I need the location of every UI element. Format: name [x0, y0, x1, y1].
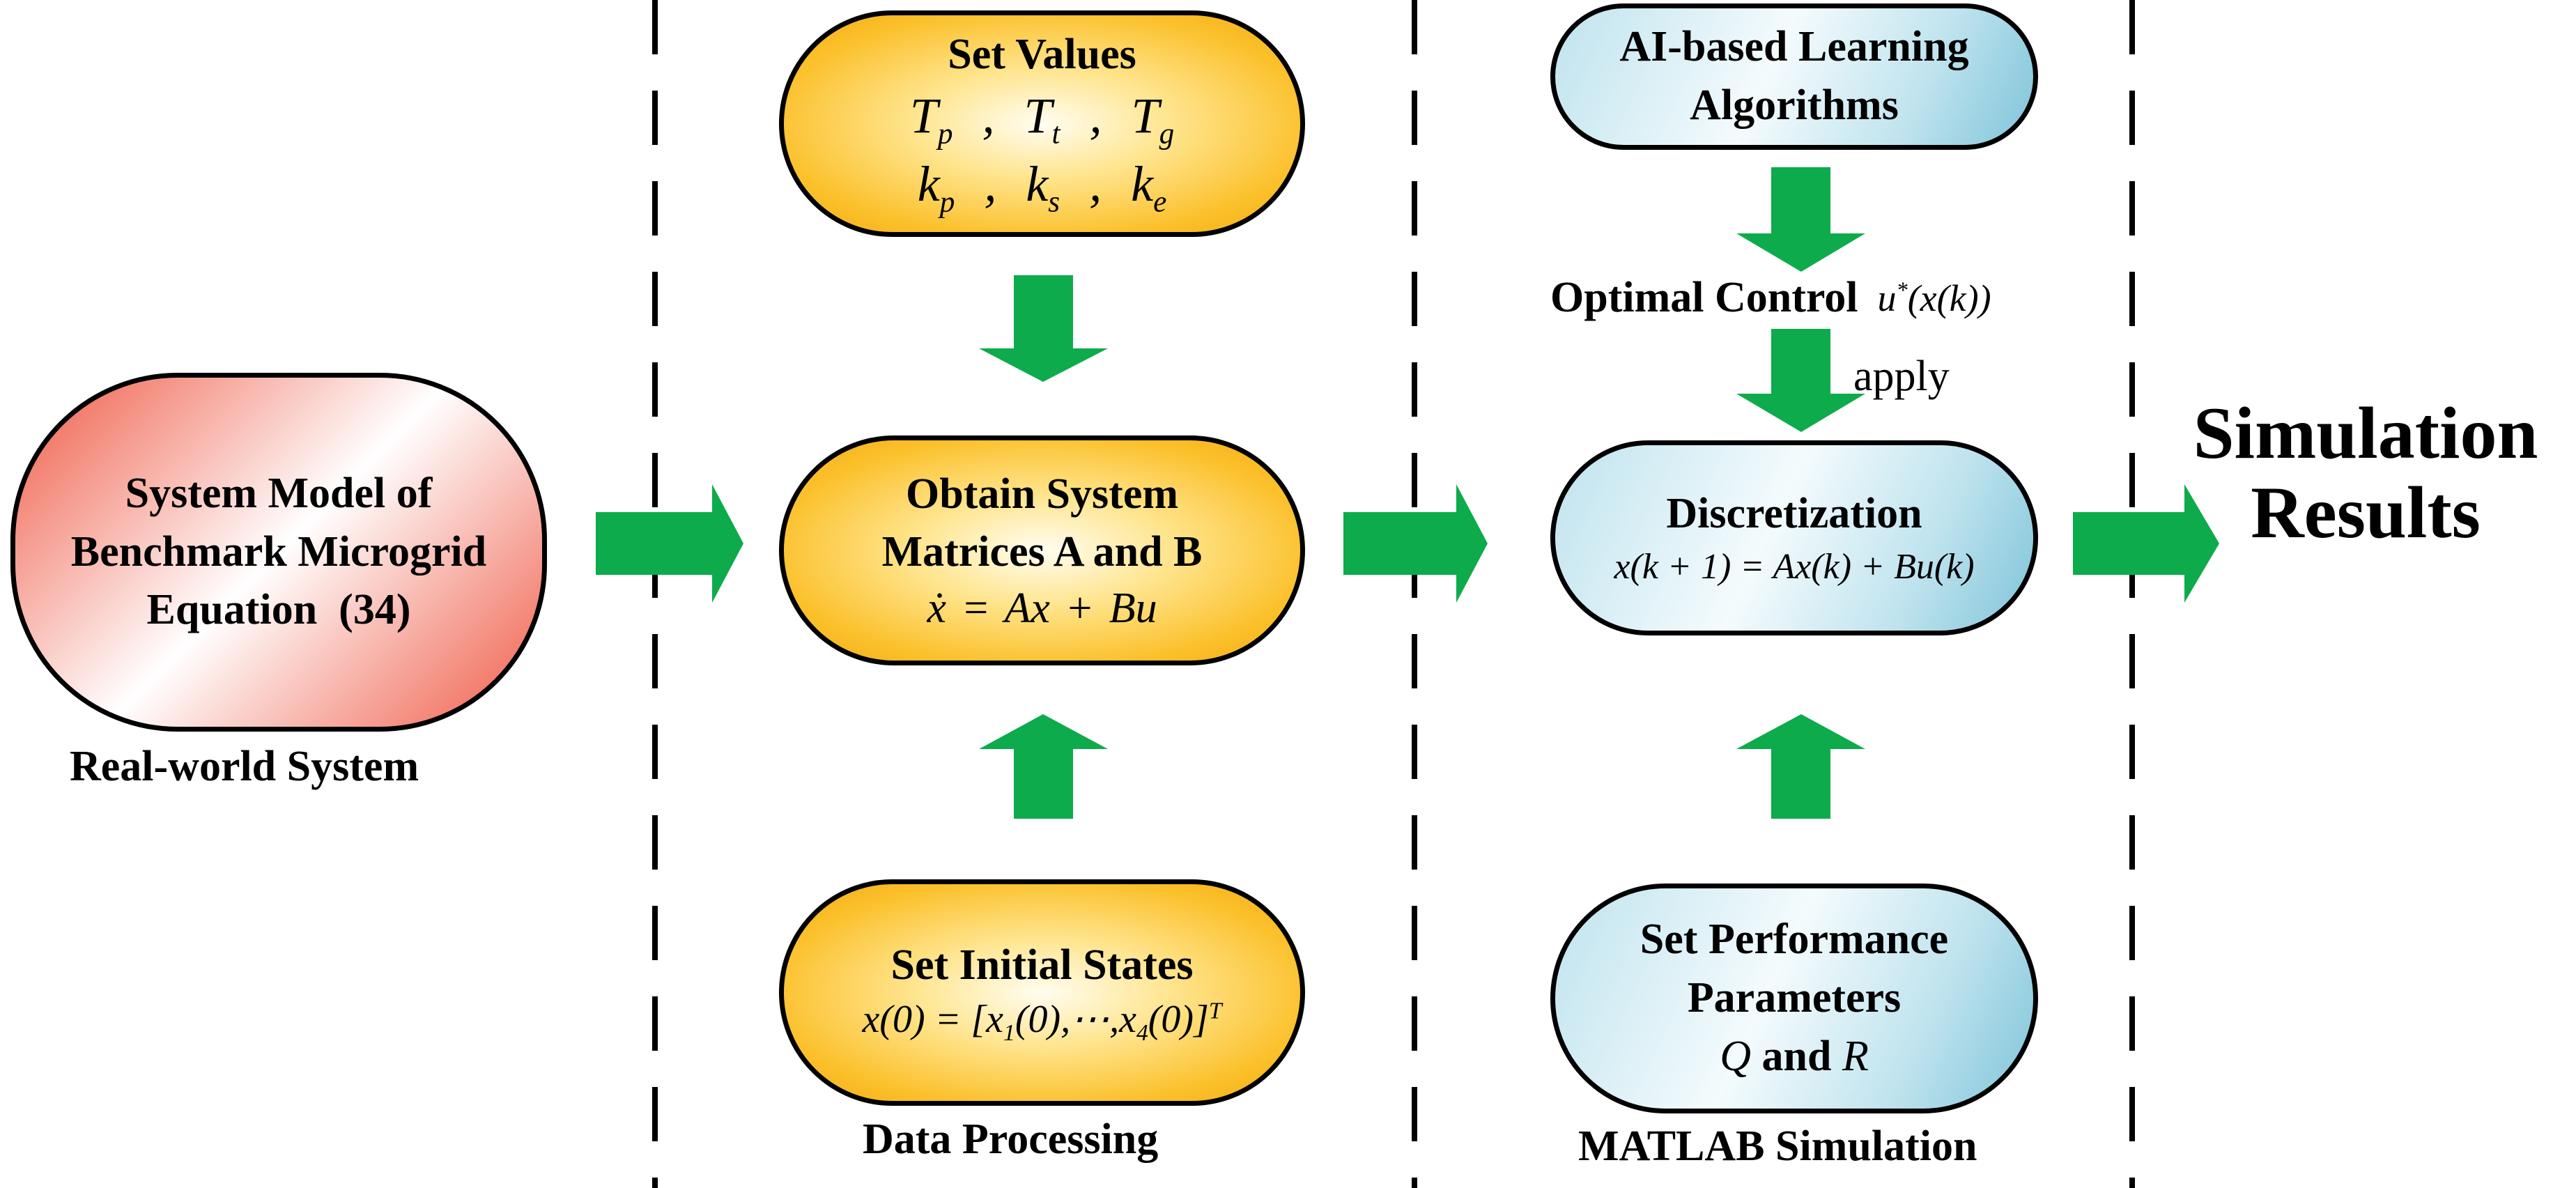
system-model-line1: System Model of — [125, 469, 433, 517]
set-values-row1: Tp , Tt , Tg — [910, 84, 1174, 153]
arrow-matrices-to-discretization — [1343, 484, 1488, 603]
learning-line2: Algorithms — [1690, 82, 1899, 129]
and-word: and — [1761, 1032, 1832, 1080]
simulation-results-label: Simulation Results — [2160, 392, 2571, 554]
optimal-control-label: Optimal Control u*(x(k)) — [1550, 268, 2122, 327]
results-line2: Results — [2251, 472, 2481, 554]
optimal-control-text: Optimal Control — [1550, 273, 1858, 321]
arrow-model-to-matrices — [596, 484, 743, 603]
param-q: Q — [1720, 1032, 1751, 1080]
learning-line1: AI-based Learning — [1619, 23, 1969, 71]
initial-states-title: Set Initial States — [890, 941, 1194, 989]
performance-line1: Set Performance — [1640, 916, 1949, 964]
system-model-line3: Equation (34) — [146, 586, 411, 634]
param-tg: Tg — [1131, 87, 1175, 151]
performance-line3: Q and R — [1720, 1028, 1869, 1086]
system-matrices-line1: Obtain System — [906, 470, 1178, 518]
param-tp: Tp , — [909, 87, 995, 151]
performance-parameters-box: Set Performance Parameters Q and R — [1550, 884, 2038, 1113]
learning-algorithms-box: AI-based Learning Algorithms — [1550, 3, 2038, 150]
param-ks: ks , — [1026, 156, 1102, 219]
results-line1: Simulation — [2193, 392, 2538, 474]
matlab-caption: MATLAB Simulation — [1578, 1123, 1977, 1170]
arrow-setvalues-to-matrices — [979, 275, 1108, 382]
data-processing-caption: Data Processing — [863, 1116, 1159, 1163]
system-matrices-box: Obtain System Matrices A and B ẋ = Ax + … — [779, 435, 1305, 665]
param-ke: ke — [1131, 156, 1167, 219]
optimal-control-expr: u*(x(k)) — [1877, 277, 1991, 319]
discretization-title: Discretization — [1666, 490, 1922, 538]
set-values-box: Set Values Tp , Tt , Tg kp , ks , ke — [779, 10, 1305, 237]
param-r: R — [1842, 1032, 1869, 1080]
system-model-box: System Model of Benchmark Microgrid Equa… — [10, 373, 547, 732]
discretization-box: Discretization x(k + 1) = Ax(k) + Bu(k) — [1550, 440, 2038, 635]
param-tt: Tt , — [1024, 87, 1102, 151]
initial-states-equation: x(0) = [x1(0),⋯,x4(0)]T — [862, 998, 1222, 1047]
real-world-caption: Real-world System — [70, 743, 419, 790]
set-values-row2: kp , ks , ke — [918, 153, 1166, 221]
initial-states-box: Set Initial States x(0) = [x1(0),⋯,x4(0)… — [779, 879, 1305, 1106]
arrow-learning-to-control — [1736, 167, 1865, 272]
arrow-control-to-discretization — [1736, 329, 1865, 432]
set-values-title: Set Values — [948, 31, 1136, 79]
arrow-initial-to-matrices — [979, 714, 1108, 819]
param-kp: kp , — [917, 156, 997, 219]
system-model-line2: Benchmark Microgrid — [70, 527, 487, 576]
arrow-performance-to-discretization — [1736, 714, 1865, 819]
state-equation: ẋ = Ax + Bu — [927, 584, 1157, 632]
arrow-discretization-to-results — [2073, 484, 2219, 603]
performance-line2: Parameters — [1687, 974, 1902, 1022]
apply-label: apply — [1853, 353, 1950, 400]
discretization-equation: x(k + 1) = Ax(k) + Bu(k) — [1614, 547, 1975, 587]
system-matrices-line2: Matrices A and B — [881, 528, 1203, 576]
